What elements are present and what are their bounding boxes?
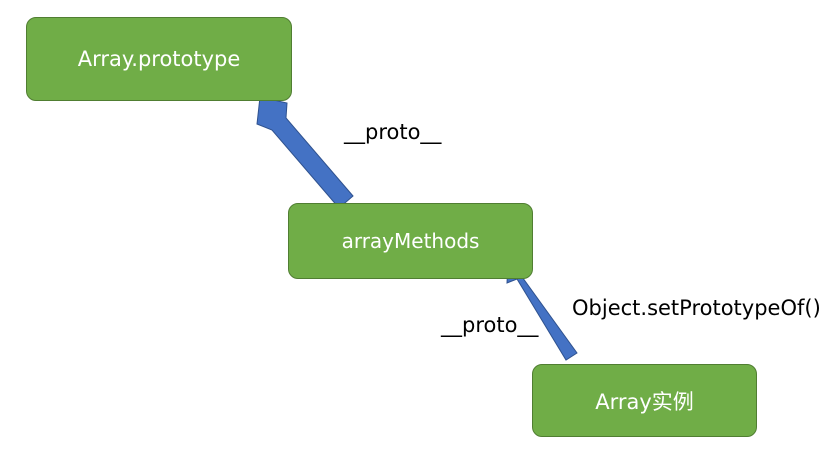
node-array-prototype: Array.prototype — [26, 17, 292, 101]
edge-label-set-prototype-of: Object.setPrototypeOf() — [572, 296, 821, 320]
node-array-instance: Array实例 — [532, 364, 757, 437]
node-array-methods: arrayMethods — [288, 203, 533, 279]
edge-label-proto-bottom: __proto__ — [441, 313, 539, 337]
edge-label-proto-top: __proto__ — [344, 120, 442, 144]
arrow-methods-to-prototype — [256, 96, 354, 209]
